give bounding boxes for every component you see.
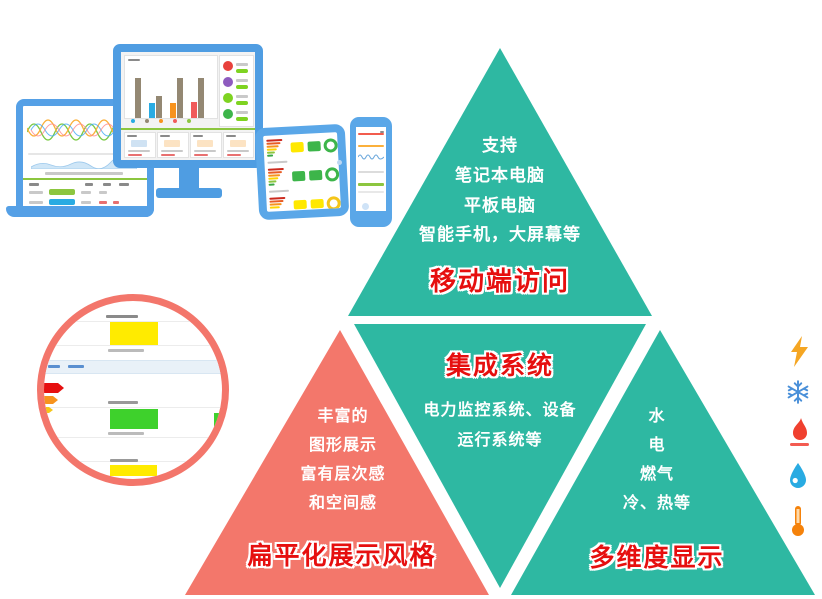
magnifier-arrow-markers	[44, 383, 64, 413]
bottom-right-title: 多维度显示	[589, 543, 725, 572]
bottom-left-line-3: 富有层次感	[300, 464, 386, 483]
top-line-3: 平板电脑	[464, 196, 536, 216]
top-line-4: 智能手机，大屏幕等	[419, 225, 581, 245]
middle-line-2: 运行系统等	[457, 430, 543, 449]
snowflake-icon	[787, 380, 809, 404]
monitor-status-panel	[219, 55, 254, 127]
pyramid-middle-triangle	[354, 324, 646, 588]
monitor-divider	[121, 128, 255, 130]
phone-line-chart	[358, 154, 384, 160]
bottom-left-line-2: 图形展示	[308, 435, 377, 454]
laptop-legend	[45, 172, 123, 175]
monitor-base	[156, 188, 222, 198]
middle-title: 集成系统	[445, 351, 554, 380]
bottom-right-line-3: 燃气	[639, 464, 674, 483]
top-line-2: 笔记本电脑	[455, 166, 545, 186]
laptop-divider	[23, 178, 147, 180]
lightning-icon	[791, 336, 808, 367]
monitor-mockup	[113, 44, 263, 168]
pyramid-bottom-left-triangle	[185, 330, 489, 595]
tablet-rating-stack-1	[266, 138, 285, 158]
tablet-mockup	[254, 123, 350, 221]
monitor-bar-chart	[124, 55, 218, 119]
water-drop-icon	[790, 463, 806, 488]
thermometer-icon	[792, 506, 804, 536]
phone-home-button	[362, 203, 369, 210]
laptop-base	[6, 206, 154, 217]
magnifier-yellow-bar	[110, 322, 158, 345]
tablet-donut-1	[323, 138, 339, 153]
bottom-right-line-2: 电	[648, 435, 666, 454]
phone-mockup	[350, 117, 392, 227]
monitor-stand	[179, 160, 199, 188]
magnifier-yellow-bar-2	[110, 465, 157, 476]
bottom-left-line-4: 和空间感	[308, 493, 377, 512]
magnifier-green-edge	[212, 335, 222, 345]
top-title: 移动端访问	[429, 267, 570, 297]
bottom-left-title: 扁平化展示风格	[247, 541, 437, 570]
bottom-left-line-1: 丰富的	[317, 406, 369, 425]
pyramid-bottom-right-triangle	[511, 330, 815, 595]
top-line-1: 支持	[482, 136, 518, 156]
magnifier-toolbar-strip	[44, 360, 222, 374]
middle-line-1: 电力监控系统、设备	[423, 400, 577, 419]
magnifier-green-bar	[110, 409, 158, 429]
flame-icon	[790, 418, 809, 446]
tablet-donut-2	[324, 167, 340, 182]
tablet-rating-stack-2	[267, 167, 287, 187]
bottom-right-line-4: 冷、热等	[622, 493, 691, 512]
magnifier-green-edge-2	[214, 413, 222, 427]
tablet-donut-3	[326, 196, 342, 211]
bottom-right-line-1: 水	[648, 406, 666, 425]
pyramid-top-triangle	[348, 48, 652, 316]
laptop-axis	[28, 153, 138, 155]
magnifier-detail-circle	[37, 294, 229, 486]
tablet-home-button	[337, 160, 342, 165]
tablet-rating-stack-3	[269, 196, 288, 210]
